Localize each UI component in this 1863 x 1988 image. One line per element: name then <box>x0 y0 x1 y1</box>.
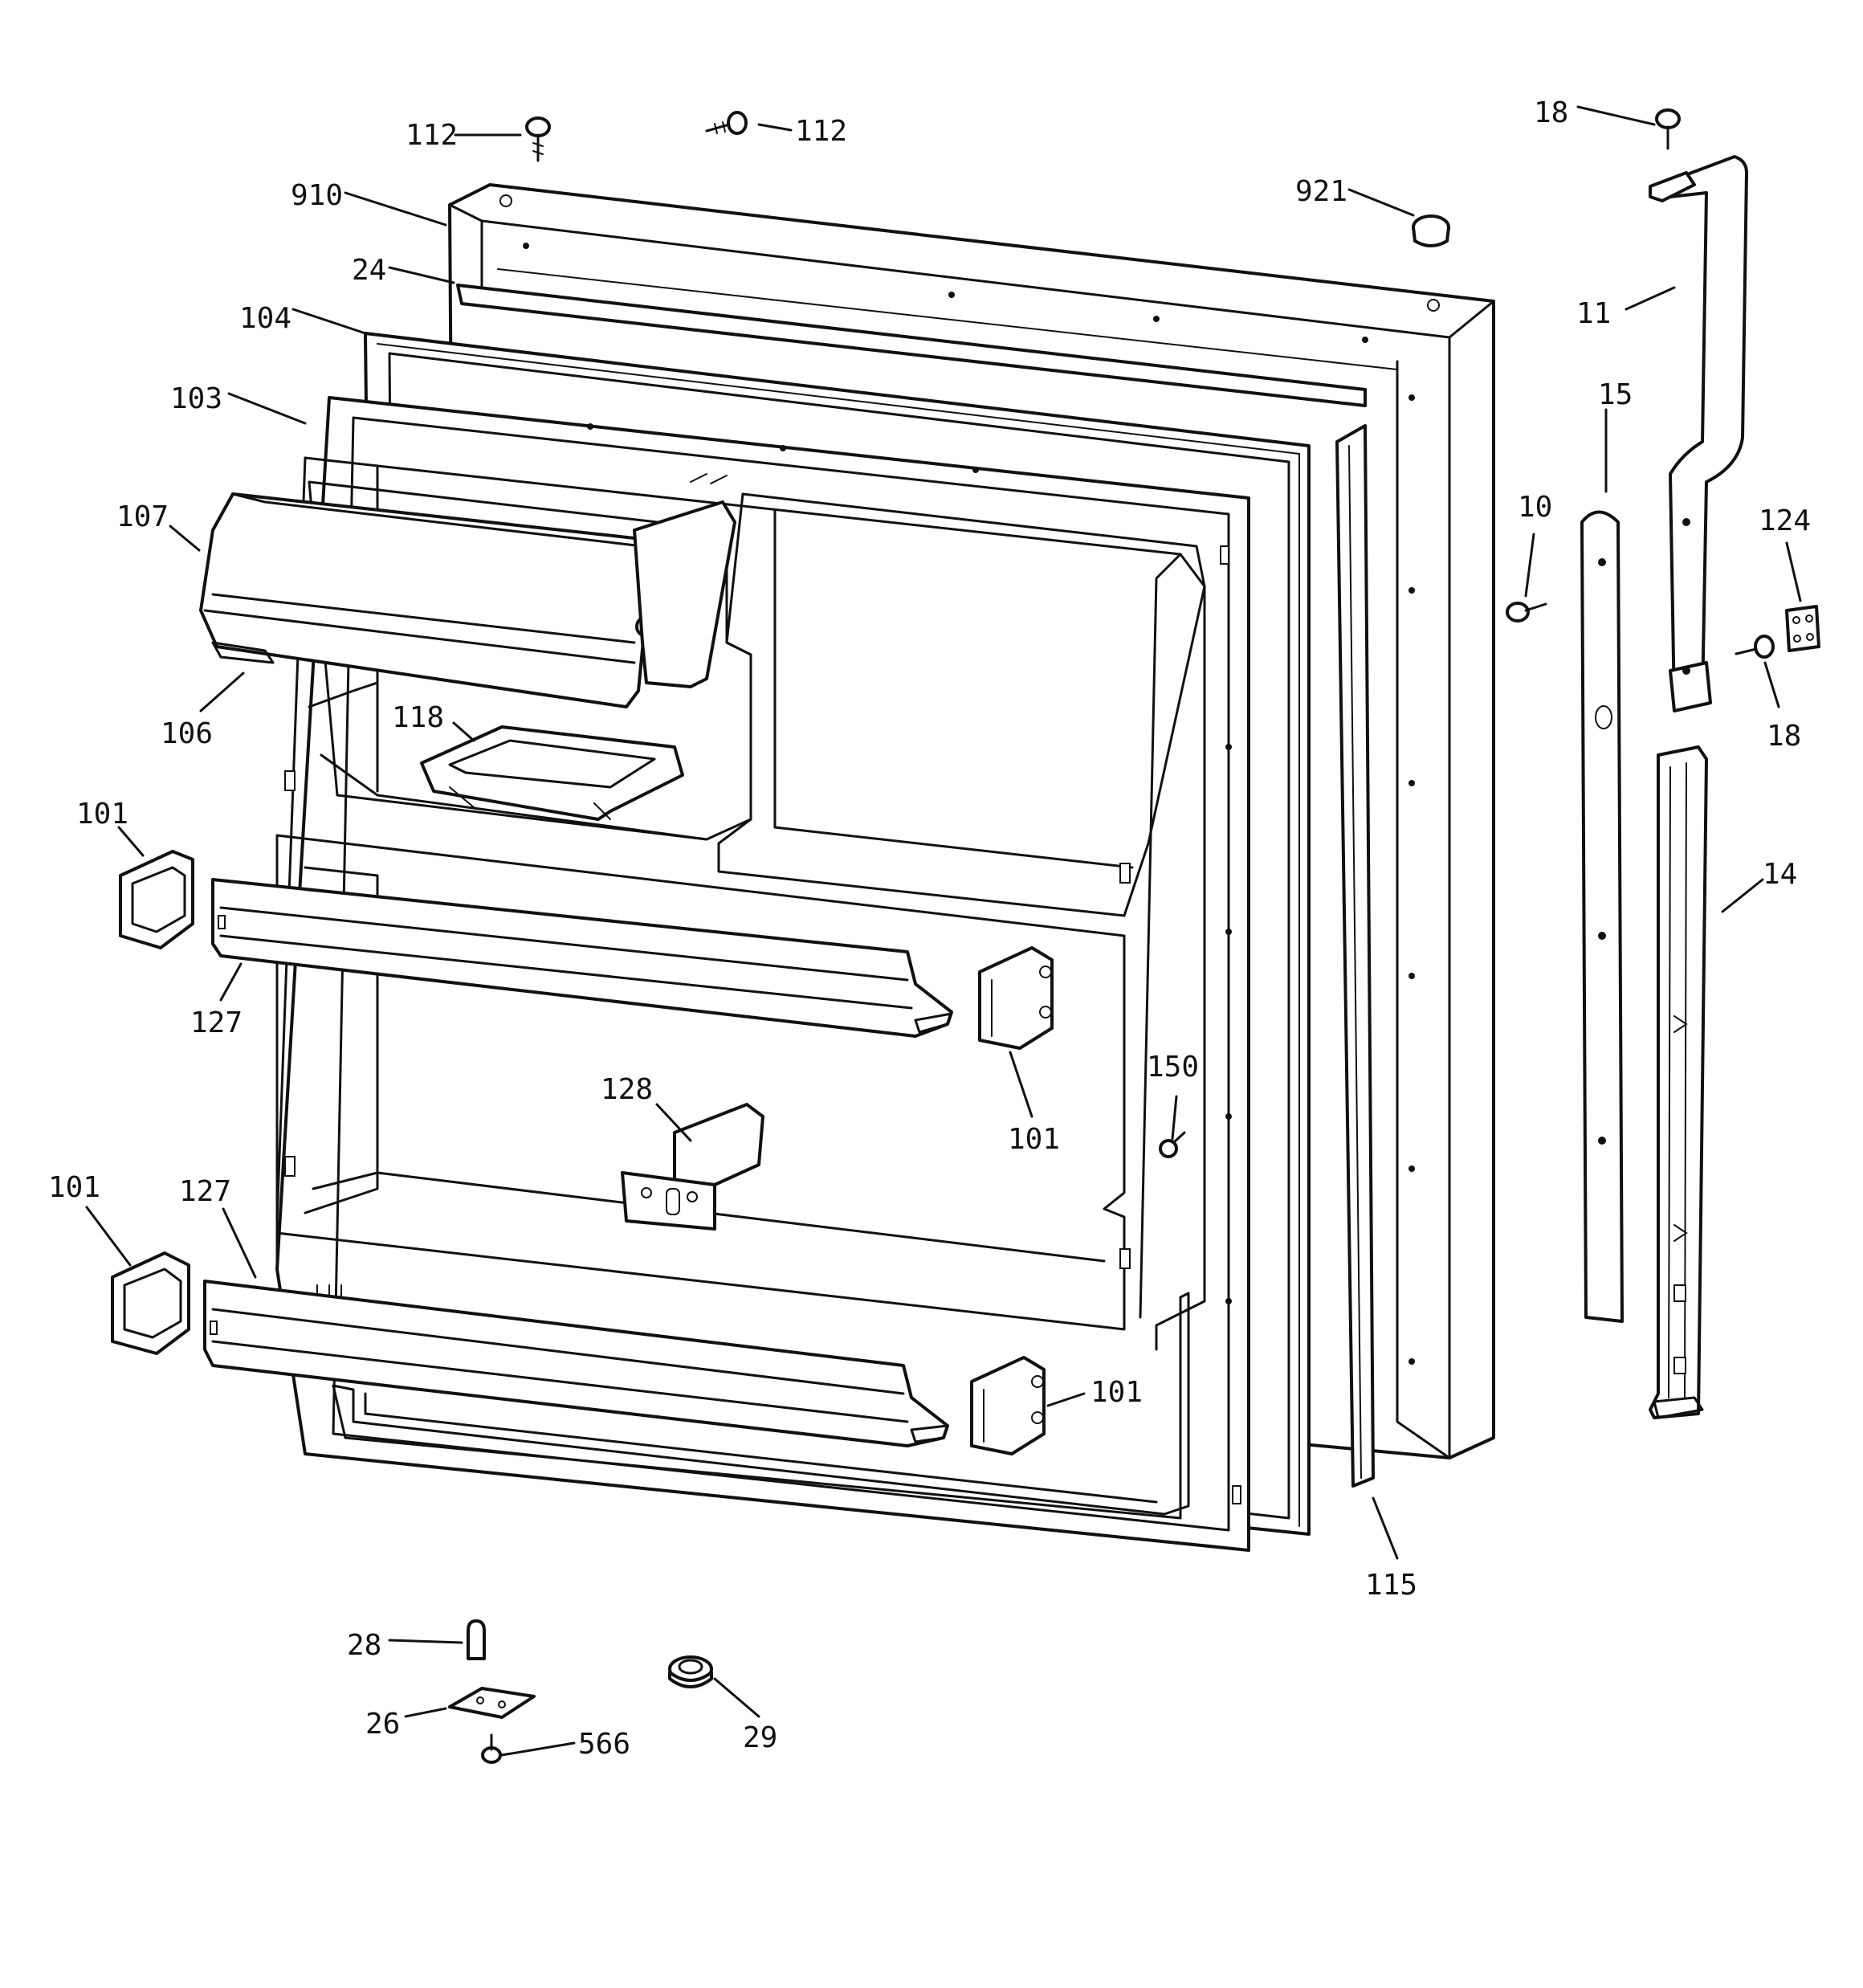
callout-127-lower: 127 <box>179 1175 231 1208</box>
callout-115: 115 <box>1365 1569 1417 1602</box>
pin-28 <box>467 1619 486 1660</box>
callout-112-right: 112 <box>795 115 847 148</box>
callout-14: 14 <box>1763 858 1797 891</box>
handle-mount <box>1649 745 1708 1419</box>
callout-11: 11 <box>1576 297 1611 330</box>
screw-112-top <box>525 116 551 162</box>
callout-29: 29 <box>743 1721 777 1754</box>
upper-door-bar <box>211 878 953 1038</box>
end-cap-upper-right <box>978 946 1054 1050</box>
bottom-bin-area <box>332 1292 1190 1520</box>
dairy-compartment-housing <box>633 500 736 688</box>
lower-door-bar <box>203 1280 949 1447</box>
upper-right-compartment <box>717 492 1206 917</box>
screw-112-side <box>705 111 748 135</box>
hinge-plate-124 <box>1785 605 1820 652</box>
end-cap-lower-left <box>111 1251 190 1355</box>
callout-10: 10 <box>1518 491 1552 524</box>
callout-18-top: 18 <box>1534 96 1568 129</box>
end-cap-upper-left <box>119 850 194 949</box>
callout-566: 566 <box>578 1728 630 1761</box>
screw-18-side <box>1735 635 1775 659</box>
callout-101-upper-right: 101 <box>1008 1123 1060 1156</box>
callout-124: 124 <box>1759 504 1811 537</box>
callout-128: 128 <box>601 1073 653 1106</box>
callout-103: 103 <box>170 382 222 415</box>
callout-921: 921 <box>1295 175 1347 208</box>
callout-107: 107 <box>116 500 169 533</box>
callout-910: 910 <box>291 179 343 212</box>
callout-28: 28 <box>347 1629 381 1662</box>
callout-150: 150 <box>1147 1051 1199 1084</box>
callout-104: 104 <box>239 302 291 335</box>
small-tray <box>420 725 684 821</box>
callout-101-lower-right: 101 <box>1090 1376 1143 1409</box>
plug-button <box>1412 214 1450 247</box>
callout-18-side: 18 <box>1767 720 1801 753</box>
callout-24: 24 <box>352 254 386 287</box>
callout-127-upper: 127 <box>190 1006 243 1039</box>
lower-compartment <box>275 770 1131 1331</box>
trim-strip <box>1580 510 1624 1323</box>
door-handle <box>1649 155 1748 712</box>
door-bracket <box>621 1103 764 1231</box>
screw-10 <box>1506 602 1547 623</box>
callout-101-lower-left: 101 <box>48 1171 100 1204</box>
callout-112-left: 112 <box>406 119 458 152</box>
end-cap-lower-right <box>970 1356 1046 1455</box>
screw-566 <box>481 1733 502 1764</box>
screw-18-top <box>1655 108 1681 150</box>
callouts: 112 112 910 921 18 24 104 11 103 15 107 … <box>48 96 1811 1761</box>
bushing-29 <box>668 1655 713 1688</box>
foam-strip <box>456 284 1367 407</box>
callout-26: 26 <box>365 1708 400 1741</box>
callout-118: 118 <box>392 701 444 734</box>
leader-lines <box>85 105 1802 1757</box>
hinge-plate-26 <box>448 1687 536 1719</box>
callout-106: 106 <box>161 717 213 750</box>
screw-150 <box>1159 1131 1186 1158</box>
callout-101-upper-left: 101 <box>76 798 128 831</box>
callout-15: 15 <box>1598 378 1633 411</box>
